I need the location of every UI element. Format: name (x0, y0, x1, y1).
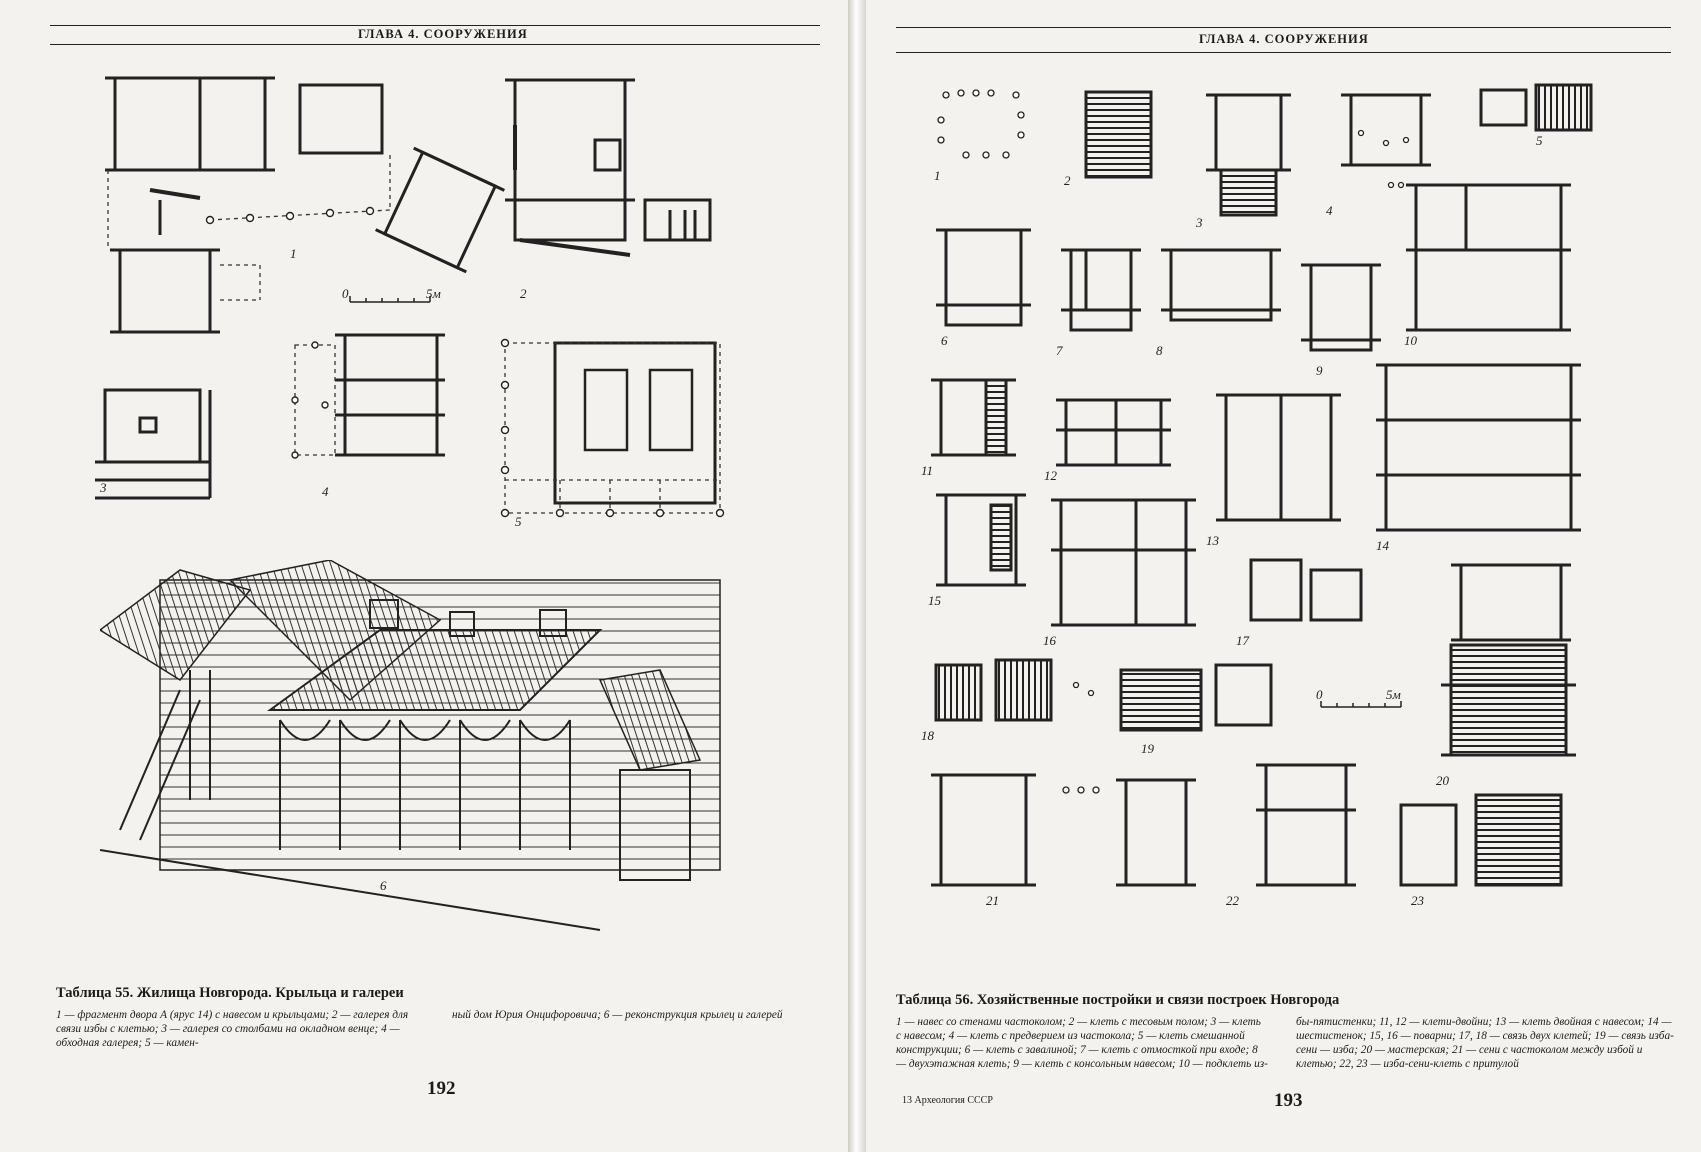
header-rule-bottom (896, 52, 1671, 53)
figure-label: 14 (1376, 538, 1390, 553)
figure-label: 1 (934, 168, 941, 183)
figure-label: 5 (515, 514, 522, 529)
figure-label: 11 (921, 463, 933, 478)
figure-label: 20 (1436, 773, 1450, 788)
caption-column-1: 1 — фрагмент двора А (ярус 14) с навесом… (56, 1009, 409, 1049)
header-rule-top (896, 27, 1671, 28)
figure-label: 9 (1316, 363, 1323, 378)
plan-drawings-table-56: 0 5м 1 2 3 4 5 6 7 8 9 10 11 12 13 14 15… (916, 75, 1616, 985)
figure-label: 2 (1064, 173, 1071, 188)
running-header: ГЛАВА 4. СООРУЖЕНИЯ (358, 27, 528, 41)
figure-label: 13 (1206, 533, 1220, 548)
figure-label: 6 (380, 878, 387, 893)
figure-label: 15 (928, 593, 942, 608)
perspective-reconstruction-drawing: 6 (100, 560, 790, 960)
page-number: 192 (427, 1078, 456, 1099)
running-header: ГЛАВА 4. СООРУЖЕНИЯ (1199, 32, 1369, 46)
page-number: 193 (1274, 1090, 1303, 1111)
footnote-signature: 13 Археология СССР (902, 1095, 993, 1106)
caption-title: Таблица 56. Хозяйственные постройки и св… (896, 992, 1340, 1008)
caption-column-1: 1 — навес со стенами частоколом; 2 — кле… (896, 1016, 1268, 1070)
figure-label: 8 (1156, 343, 1163, 358)
caption-title: Таблица 55. Жилища Новгорода. Крыльца и … (56, 985, 404, 1001)
caption-column-2: ный дом Юрия Онцифоровича; 6 — реконстру… (452, 1009, 783, 1021)
figure-label: 18 (921, 728, 935, 743)
scale-start-label: 0 (1316, 687, 1323, 702)
figure-label: 3 (1195, 215, 1203, 230)
figure-label: 5 (1536, 133, 1543, 148)
caption-column-2: бы-пятистенки; 11, 12 — клети-двойни; 13… (1296, 1016, 1674, 1070)
figure-label: 23 (1411, 893, 1425, 908)
scale-start-label: 0 (342, 286, 349, 301)
figure-label: 4 (322, 484, 329, 499)
header-rule-bottom (50, 44, 820, 45)
figure-label: 19 (1141, 741, 1155, 756)
figure-label: 22 (1226, 893, 1240, 908)
figure-label: 3 (99, 480, 107, 495)
figure-label: 16 (1043, 633, 1057, 648)
figure-label: 12 (1044, 468, 1058, 483)
figure-label: 17 (1236, 633, 1250, 648)
right-page: ГЛАВА 4. СООРУЖЕНИЯ (866, 0, 1701, 1152)
plan-drawings-table-55: 0 5м 1 2 3 4 5 (90, 60, 810, 530)
figure-label: 6 (941, 333, 948, 348)
figure-label: 2 (520, 286, 527, 301)
figure-label: 7 (1056, 343, 1063, 358)
scale-end-label: 5м (426, 286, 441, 301)
figure-label: 10 (1404, 333, 1418, 348)
figure-label: 1 (290, 246, 297, 261)
scale-end-label: 5м (1386, 687, 1401, 702)
figure-label: 4 (1326, 203, 1333, 218)
left-page: ГЛАВА 4. СООРУЖЕНИЯ (0, 0, 848, 1152)
figure-label: 21 (986, 893, 999, 908)
header-rule-top (50, 25, 820, 26)
book-gutter (848, 0, 866, 1152)
